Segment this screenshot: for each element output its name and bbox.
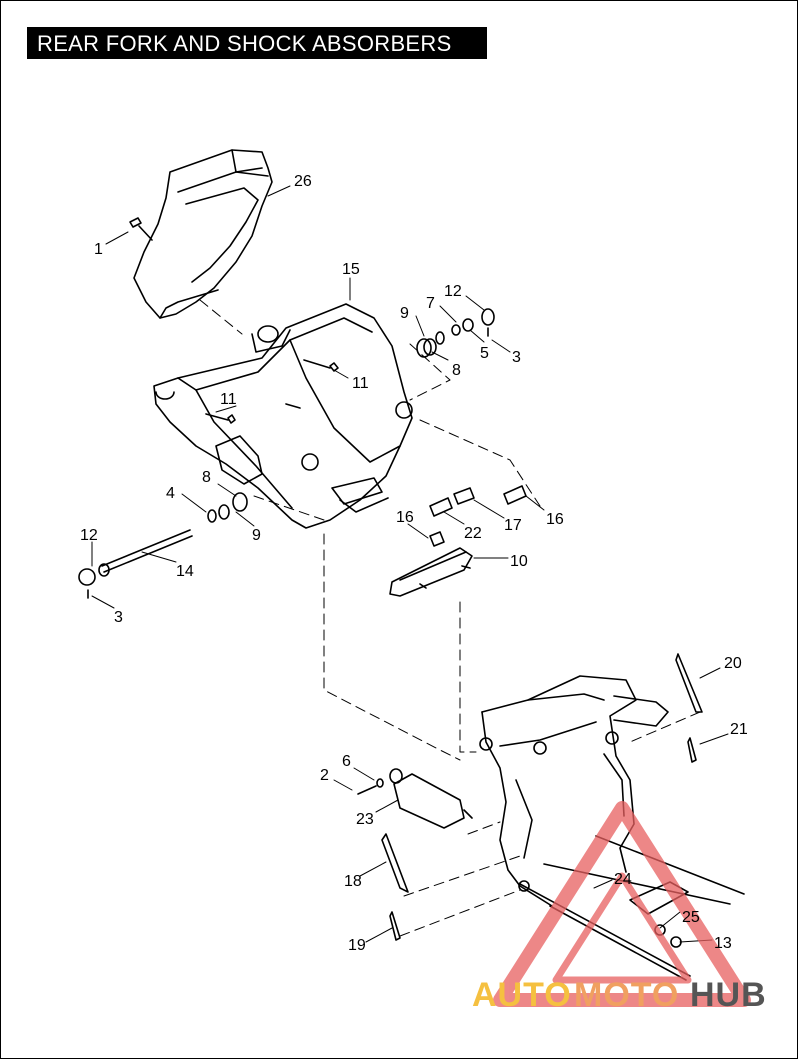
callout-20: 20 — [724, 655, 742, 672]
leader-lines — [91, 185, 729, 943]
screw-part-1 — [129, 217, 153, 241]
alignment-lines — [199, 299, 701, 937]
callout-18: 18 — [344, 873, 362, 890]
callout-7: 7 — [426, 295, 435, 312]
watermark-word-3: HUB — [690, 976, 767, 1014]
callout-3b: 3 — [114, 609, 123, 626]
callout-2: 2 — [320, 767, 329, 784]
callout-8b: 8 — [202, 469, 211, 486]
belt-guard-part — [133, 149, 273, 319]
callout-6: 6 — [342, 753, 351, 770]
watermark-word-1: AUTO — [472, 976, 572, 1014]
bracket-part — [389, 547, 473, 597]
spacer-parts — [381, 653, 703, 941]
callout-5: 5 — [480, 345, 489, 362]
callout-9: 9 — [400, 305, 409, 322]
screw-part-11 — [205, 359, 339, 424]
callout-22: 22 — [464, 525, 482, 542]
callout-16: 16 — [396, 509, 414, 526]
shock-absorber-part — [357, 768, 473, 829]
callout-11: 11 — [352, 375, 369, 392]
page-title: REAR FORK AND SHOCK ABSORBERS — [37, 31, 452, 56]
callout-1: 1 — [94, 241, 103, 258]
callout-25: 25 — [682, 909, 700, 926]
watermark-triangle-outer — [493, 801, 751, 1007]
rear-fork-part — [153, 303, 413, 529]
bearing-stack-lower — [207, 492, 248, 523]
callout-12: 12 — [444, 283, 462, 300]
callout-9b: 9 — [252, 527, 261, 544]
callout-15: 15 — [342, 261, 360, 278]
callout-14: 14 — [176, 563, 194, 580]
watermark-text: AUTO MOTO HUB — [472, 976, 767, 1014]
callout-24: 24 — [614, 871, 632, 888]
watermark-triangle-inner — [552, 872, 692, 984]
callout-10: 10 — [510, 553, 528, 570]
callout-13: 13 — [714, 935, 732, 952]
callout-26: 26 — [294, 173, 312, 190]
callout-21: 21 — [730, 721, 748, 738]
callout-11b: 11 — [220, 391, 237, 408]
title-bar: REAR FORK AND SHOCK ABSORBERS — [27, 27, 487, 59]
watermark-word-2: MOTO — [574, 976, 679, 1014]
callout-23: 23 — [356, 811, 374, 828]
callout-16b: 16 — [546, 511, 564, 528]
bushings-part — [429, 485, 527, 547]
callout-labels: 26 1 15 12 7 9 5 3 8 11 11 8 4 9 16 22 1… — [80, 173, 748, 954]
callout-17: 17 — [504, 517, 522, 534]
callout-12b: 12 — [80, 527, 98, 544]
watermark-logo — [493, 801, 751, 1007]
callout-19: 19 — [348, 937, 366, 954]
callout-4: 4 — [166, 485, 175, 502]
callout-3: 3 — [512, 349, 521, 366]
callout-8: 8 — [452, 362, 461, 379]
